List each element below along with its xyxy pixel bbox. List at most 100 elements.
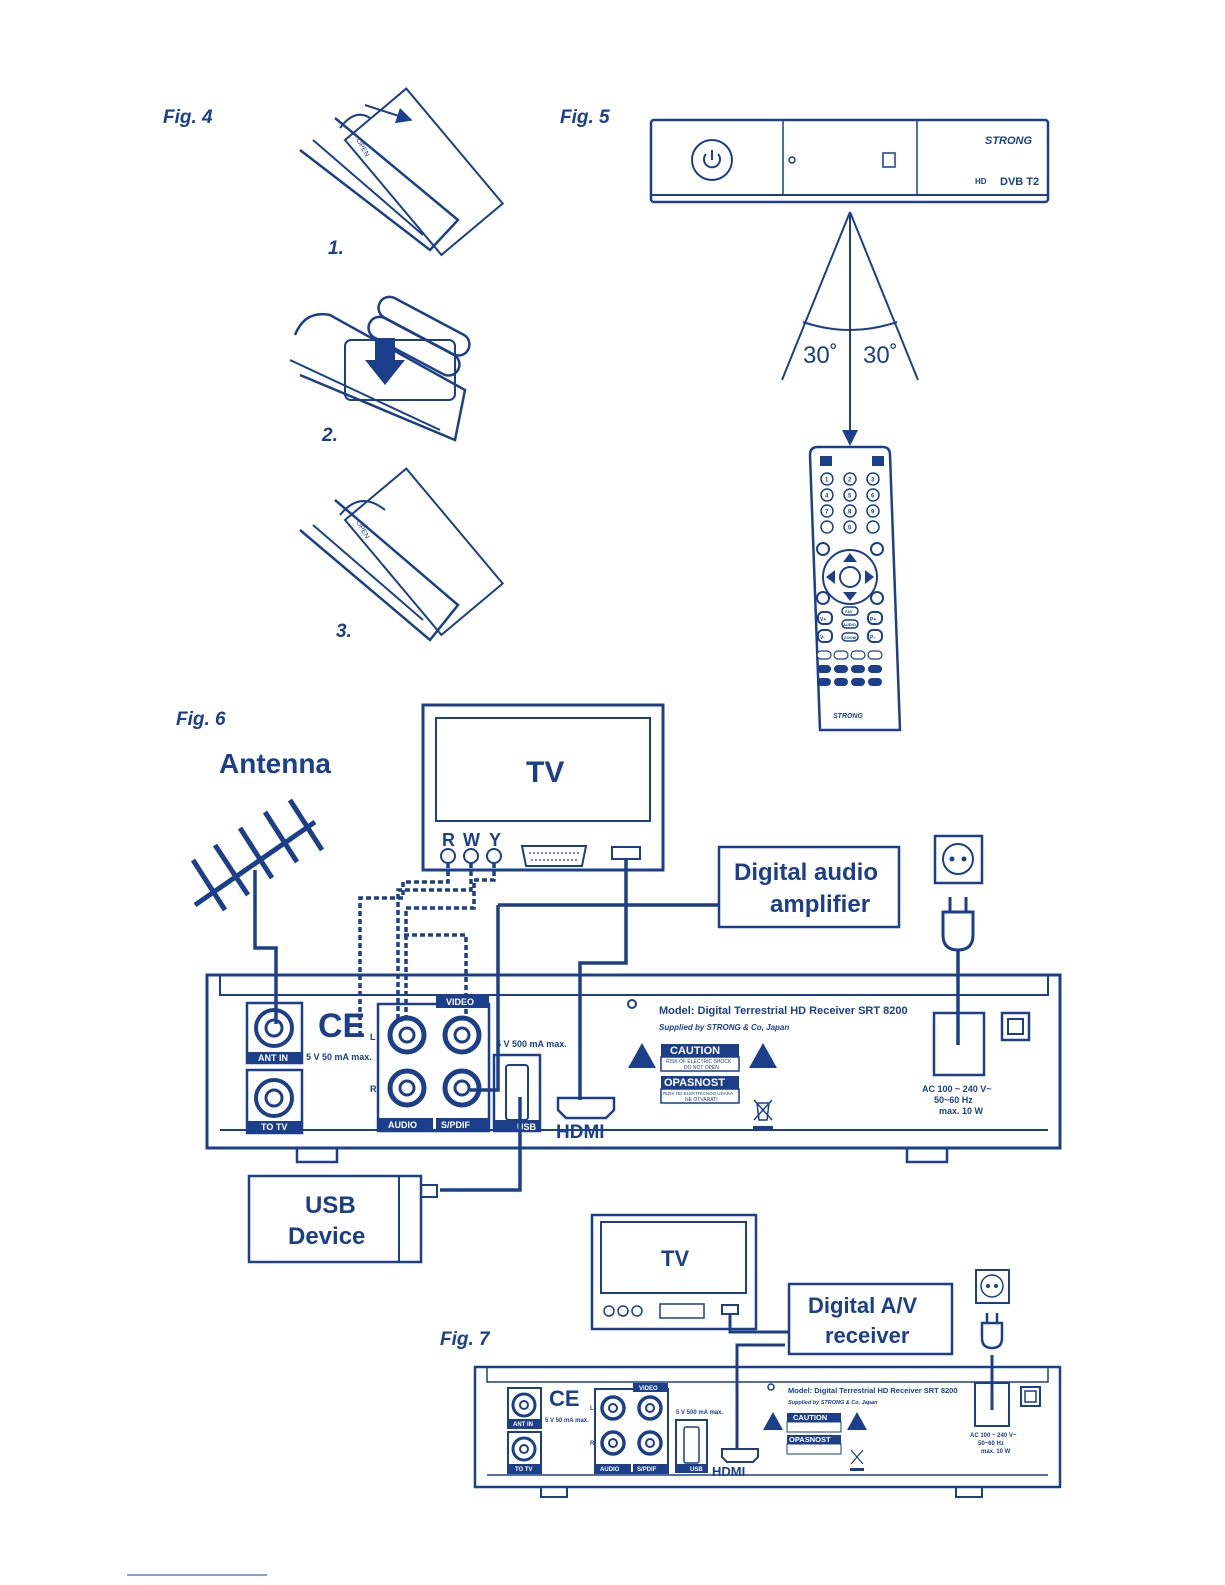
receiver-rear-panel: ANT IN TO TV CE 5 V 50 mA max. VIDEO AUD…	[205, 973, 1062, 1164]
antenna-icon	[190, 798, 325, 1024]
fig7-ant-in-label: ANT IN	[513, 1422, 533, 1428]
ir-angle-diagram: 30˚ 30˚	[781, 211, 919, 446]
remote-transport-button	[868, 678, 882, 686]
caution-label: CAUTION	[670, 1045, 720, 1057]
step-1-label: 1.	[328, 238, 344, 259]
remote-digit-label: 9	[871, 510, 875, 516]
supplied-label: Supplied by STRONG & Co, Japan	[659, 1023, 789, 1032]
remote-digit-button	[843, 488, 857, 502]
remote-transport-button	[868, 665, 882, 673]
receiver-front-panel: STRONG HD DVB T2	[649, 118, 1050, 204]
remote-transport-button	[834, 665, 848, 673]
remote-digit-label: 3	[871, 478, 875, 484]
zoom-label: ZOOM	[844, 635, 857, 640]
power-socket-and-plug	[933, 834, 984, 1045]
usb-device-label-line2: Device	[288, 1223, 365, 1250]
opasnost-label: OPASNOST	[664, 1077, 725, 1089]
remote-close-cover-illustration: OPEN	[299, 467, 505, 642]
v-plus-label: V+	[820, 617, 826, 623]
fig7-power-socket-and-plug	[975, 1269, 1010, 1350]
fig7-left-label: L	[590, 1406, 594, 1412]
remote-digit-button	[866, 488, 880, 502]
fig5-label: Fig. 5	[560, 107, 610, 128]
video-label: VIDEO	[446, 997, 474, 1007]
fig7-ce-mark: CE	[549, 1386, 580, 1411]
remote-transport-button	[834, 678, 848, 686]
remote-digit-button	[820, 488, 834, 502]
remote-digit-button	[820, 504, 834, 518]
caution-sub2: DO NOT OPEN	[684, 1065, 719, 1071]
scart-port-icon	[520, 845, 588, 867]
amplifier-label-line1: Digital audio	[734, 859, 878, 886]
fig7-model-label: Model: Digital Terrestrial HD Receiver S…	[788, 1386, 958, 1395]
tv-hdmi-port-icon	[611, 846, 641, 860]
tv-jack-r-label: R	[442, 830, 455, 850]
remote-color-button	[867, 650, 883, 660]
p-plus-label: P+	[870, 617, 876, 623]
tv-jack-y-label: Y	[489, 830, 501, 850]
model-label: Model: Digital Terrestrial HD Receiver S…	[659, 1005, 908, 1017]
remote-brand: STRONG	[833, 713, 864, 720]
fig7-to-tv-label: TO TV	[515, 1467, 533, 1473]
remote-transport-button	[817, 678, 831, 686]
fig7-tv-label: TV	[661, 1246, 689, 1271]
fig4-label: Fig. 4	[163, 107, 213, 128]
remote-digit-label: 2	[848, 478, 852, 484]
audio-label: AUDIO	[388, 1120, 417, 1130]
fig7-hdmi-logo: HDMI	[712, 1464, 745, 1479]
ant-in-label: ANT IN	[258, 1053, 288, 1063]
digital-audio-amplifier-box: Digital audio amplifier	[717, 845, 901, 929]
usb-power-label: 5 V 500 mA max.	[496, 1039, 567, 1049]
spdif-label: S/PDIF	[441, 1120, 471, 1130]
tv-illustration: TV R W Y	[421, 703, 665, 872]
remote-transport-button	[851, 678, 865, 686]
remote-color-button	[850, 650, 866, 660]
dvb-t2-logo: DVB T2	[1000, 176, 1039, 188]
p-minus-label: P-	[870, 635, 875, 641]
fig7-ant-power-label: 5 V 50 mA max.	[545, 1418, 589, 1424]
caution-sub1: RISK OF ELECTRIC SHOCK	[666, 1059, 732, 1065]
remote-digit-button	[820, 520, 834, 534]
remote-digit-label: 0	[848, 526, 852, 532]
usb-device-illustration: USB Device	[247, 1097, 522, 1264]
fig7-caution-label: CAUTION	[793, 1413, 827, 1422]
right-channel-label: R	[370, 1084, 377, 1094]
remote-digit-label: 7	[825, 510, 829, 516]
brand-logo: STRONG	[985, 135, 1033, 147]
opasnost-sub2: NE OTVARATI	[685, 1097, 718, 1103]
angle-left-label: 30˚	[803, 342, 838, 369]
power-spec-line3: max. 10 W	[939, 1106, 984, 1116]
fig7-audio-label: AUDIO	[600, 1467, 620, 1473]
remote-digit-button	[820, 472, 834, 486]
ant-power-label: 5 V 50 mA max.	[306, 1052, 372, 1062]
remote-insert-batteries-illustration	[289, 295, 471, 442]
usb-label: USB	[517, 1122, 537, 1132]
remote-digit-label: 6	[871, 494, 875, 500]
step-2-label: 2.	[321, 425, 338, 446]
fig7-video-label: VIDEO	[639, 1386, 658, 1392]
remote-digit-label: 5	[848, 494, 852, 500]
usb-device-label-line1: USB	[305, 1192, 356, 1219]
power-spec-line1: AC 100 ~ 240 V~	[922, 1084, 992, 1094]
remote-color-button	[816, 650, 832, 660]
av-receiver-label-line1: Digital A/V	[808, 1293, 918, 1318]
power-spec-line2: 50~60 Hz	[934, 1095, 973, 1105]
hdmi-logo: HDMI	[556, 1122, 605, 1143]
amplifier-label-line2: amplifier	[770, 891, 870, 918]
fav-label: FAV	[845, 609, 853, 614]
power-button-icon	[691, 139, 733, 181]
remote-digit-button	[866, 472, 880, 486]
remote-digit-button	[843, 520, 857, 534]
step-3-label: 3.	[336, 621, 352, 642]
remote-digit-label: 4	[825, 494, 829, 500]
v-minus-label: V-	[820, 635, 825, 641]
remote-digit-button	[843, 472, 857, 486]
ce-mark: CE	[318, 1007, 365, 1045]
fig7-right-label: R	[590, 1441, 595, 1447]
fig7-usb-power-label: 5 V 500 mA max.	[676, 1410, 723, 1416]
audio-label: AUDIO	[843, 622, 856, 627]
remote-transport-button	[851, 665, 865, 673]
remote-digit-label: 1	[825, 478, 829, 484]
